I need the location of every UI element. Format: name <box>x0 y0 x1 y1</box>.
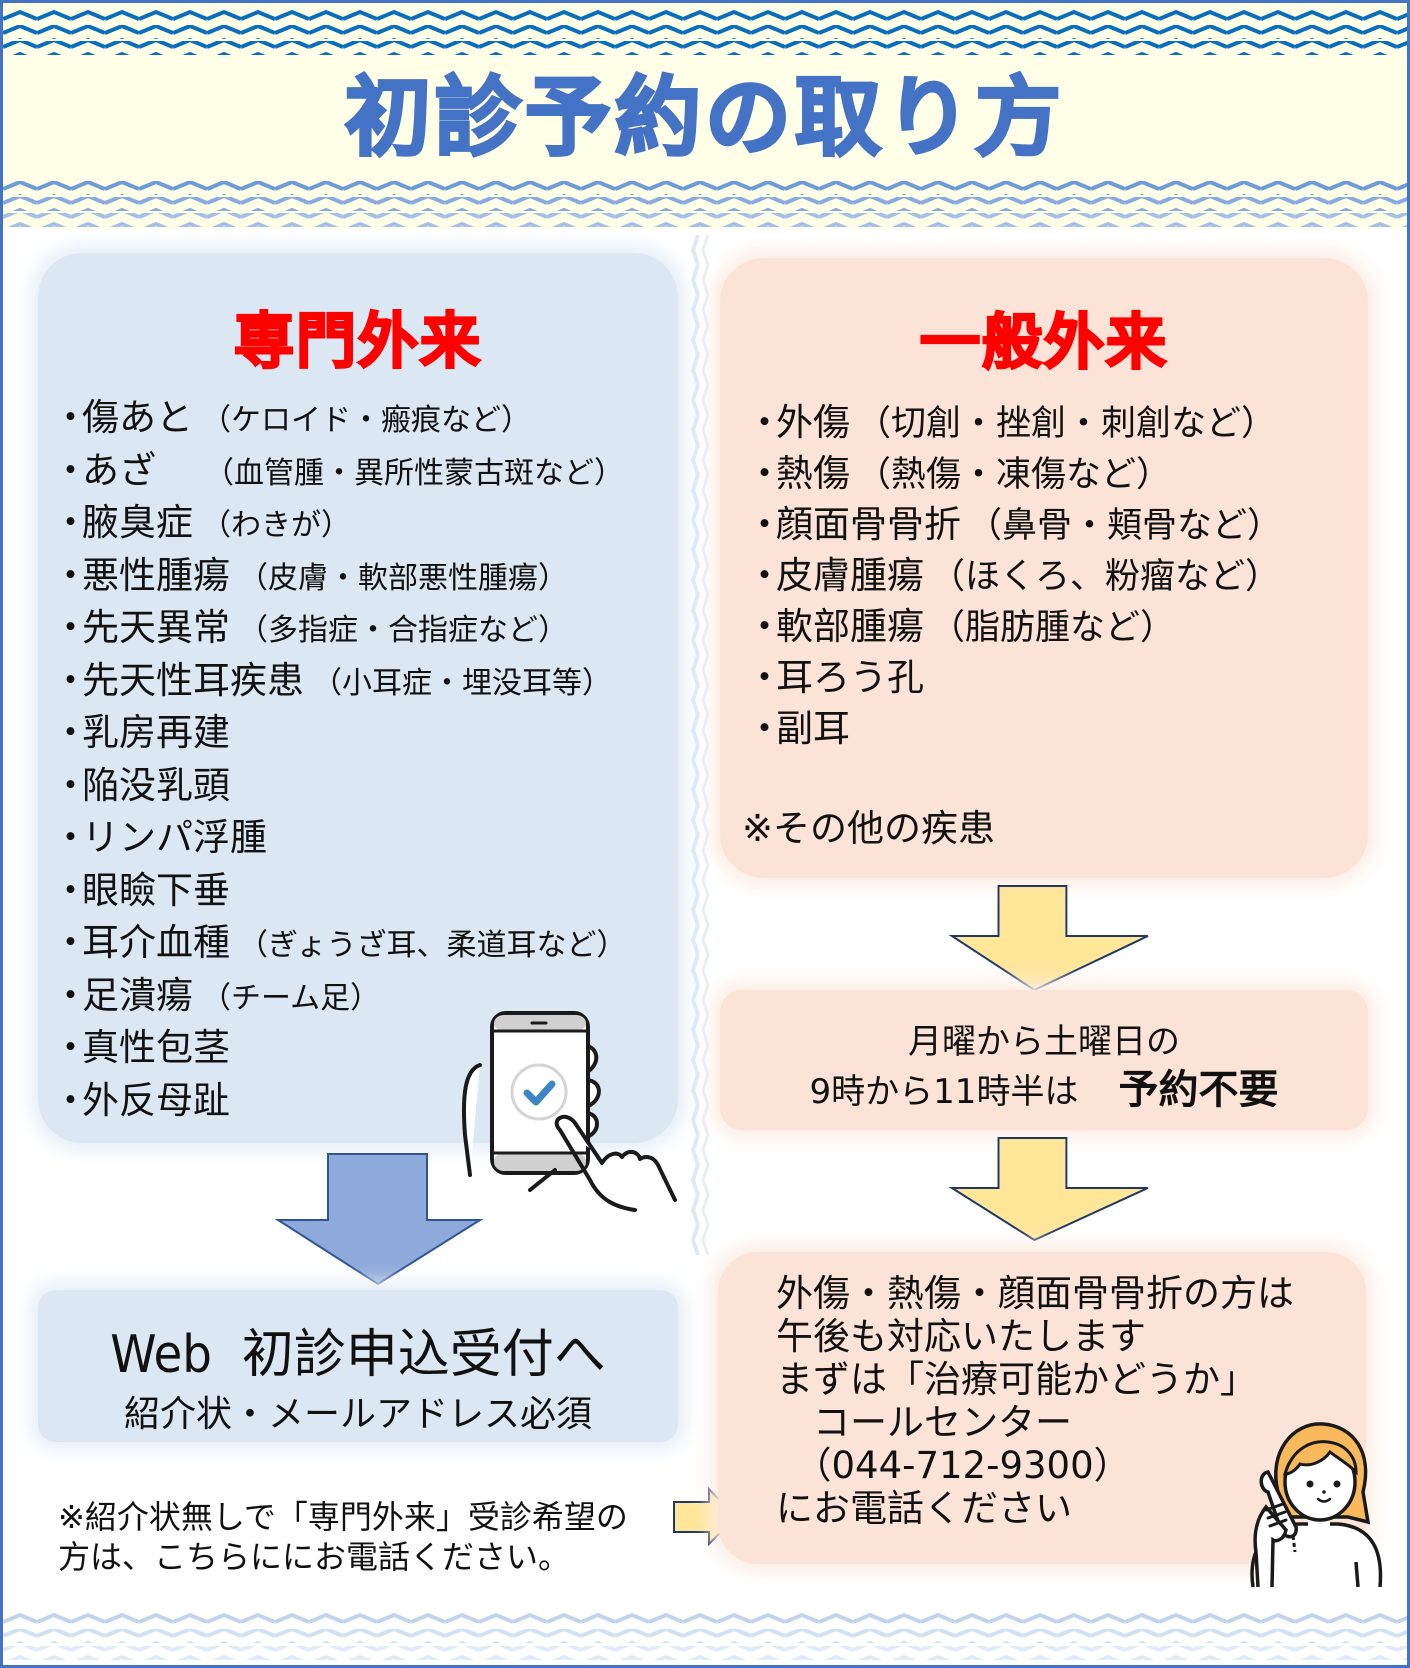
yellow-down-arrow-icon <box>948 1137 1149 1242</box>
no-referral-note: ※紹介状無しで「専門外来」受診希望の 方は、こちらににお電話ください。 <box>58 1498 628 1576</box>
hours-line-1: 月曜から土曜日の <box>908 1022 1180 1062</box>
specialist-list: ・傷あと（ケロイド・瘢痕など） ・あざ（血管腫・異所性蒙古斑など） ・腋臭症（わ… <box>52 393 627 1128</box>
list-item: ・外傷（切創・挫創・刺創など） <box>746 401 1277 444</box>
list-item: ・乳房再建 <box>52 711 230 754</box>
list-item: ・先天異常（多指症・合指症など） <box>52 606 568 649</box>
call-center-box: 外傷・熱傷・顔面骨骨折の方は午後も対応いたしますまずは「治療可能かどうか」 コー… <box>718 1252 1366 1564</box>
blue-down-arrow-icon <box>275 1153 484 1286</box>
list-item: ・熱傷（熱傷・凍傷など） <box>746 452 1172 495</box>
list-item: ・耳ろう孔 <box>746 656 924 699</box>
web-application-link[interactable]: Web 初診申込受付へ <box>110 1325 606 1385</box>
list-item: ・皮膚腫瘍（ほくろ、粉瘤など） <box>746 554 1281 597</box>
woman-on-phone-icon <box>1250 1422 1383 1588</box>
phone-number[interactable]: （044-712-9300） <box>776 1444 1131 1487</box>
list-item: ・悪性腫瘍（皮膚・軟部悪性腫瘍） <box>52 553 568 597</box>
list-item: ・腋臭症（わきが） <box>52 501 351 544</box>
web-requirements-text: 紹介状・メールアドレス必須 <box>123 1394 592 1435</box>
list-item: ・先天性耳疾患（小耳症・埋没耳等） <box>52 658 612 702</box>
header-band: 初診予約の取り方 <box>3 3 1407 229</box>
general-panel: 一般外来 ・外傷（切創・挫創・刺創など） ・熱傷（熱傷・凍傷など） ・顔面骨骨折… <box>720 258 1368 878</box>
yellow-down-arrow-icon <box>948 885 1149 992</box>
hours-box: 月曜から土曜日の 9時から11時半は予約不要 <box>720 990 1368 1130</box>
web-application-box[interactable]: Web 初診申込受付へ 紹介状・メールアドレス必須 <box>38 1290 678 1442</box>
specialist-panel: 専門外来 ・傷あと（ケロイド・瘢痕など） ・あざ（血管腫・異所性蒙古斑など） ・… <box>38 253 678 1143</box>
general-list: ・外傷（切創・挫創・刺創など） ・熱傷（熱傷・凍傷など） ・顔面骨骨折（鼻骨・頬… <box>746 398 1282 755</box>
list-item: ・副耳 <box>746 707 850 750</box>
other-diseases-note: ※その他の疾患 <box>742 807 996 850</box>
smartphone-check-icon <box>461 1011 677 1212</box>
general-title: 一般外来 <box>919 307 1168 380</box>
top-wave-decoration <box>3 9 1407 55</box>
list-item: ・傷あと（ケロイド・瘢痕など） <box>52 396 531 439</box>
list-item: ・足潰瘍（チーム足） <box>52 973 381 1017</box>
bottom-header-wave-decoration <box>3 181 1407 227</box>
call-center-text: 外傷・熱傷・顔面骨骨折の方は午後も対応いたしますまずは「治療可能かどうか」 コー… <box>776 1272 1294 1530</box>
center-divider <box>690 235 714 1255</box>
page-title: 初診予約の取り方 <box>344 67 1065 170</box>
list-item: ・耳介血種（ぎょうざ耳、柔道耳など） <box>52 921 627 964</box>
list-item: ・真性包茎 <box>52 1026 230 1069</box>
list-item: ・あざ（血管腫・異所性蒙古斑など） <box>52 448 624 492</box>
hours-line-2: 9時から11時半は予約不要 <box>809 1067 1279 1113</box>
no-reservation-emphasis: 予約不要 <box>1118 1067 1279 1113</box>
list-item: ・外反母趾 <box>52 1078 230 1122</box>
specialist-title: 専門外来 <box>233 306 482 379</box>
list-item: ・顔面骨骨折（鼻骨・頬骨など） <box>746 503 1283 546</box>
bottom-wave-decoration <box>3 1612 1407 1660</box>
list-item: ・リンパ浮腫 <box>52 816 267 859</box>
list-item: ・眼瞼下垂 <box>52 868 230 912</box>
list-item: ・軟部腫瘍（脂肪腫など） <box>746 605 1176 648</box>
list-item: ・陥没乳頭 <box>52 763 230 807</box>
